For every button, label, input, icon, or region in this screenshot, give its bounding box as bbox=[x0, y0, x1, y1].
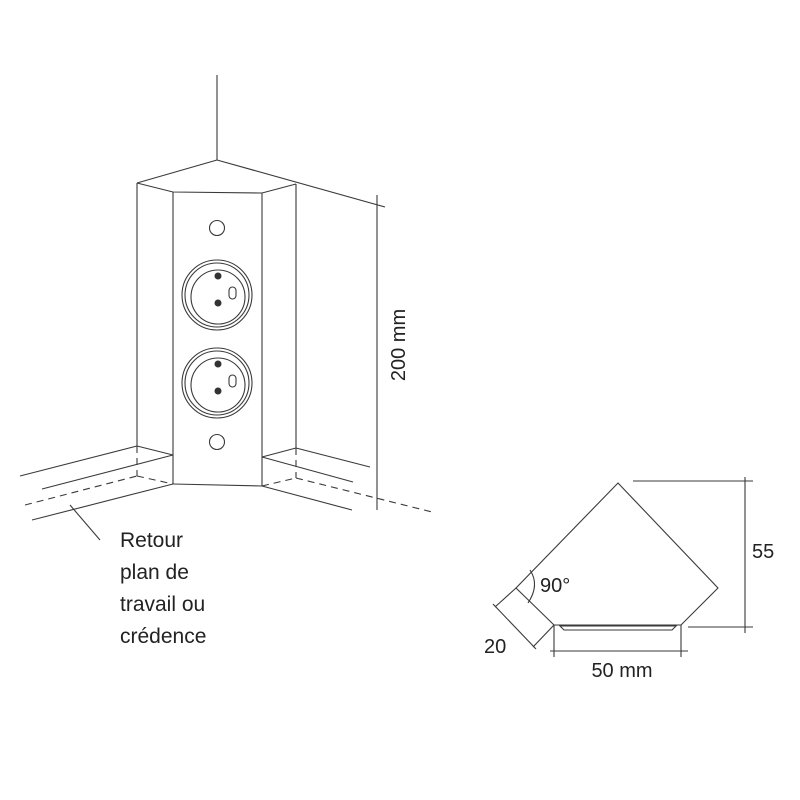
side-dimension-line bbox=[492, 603, 537, 650]
angle-arc bbox=[527, 569, 536, 604]
worktop-right-side bbox=[261, 447, 297, 458]
screw-hole-bottom bbox=[208, 433, 226, 451]
screw-hole-top bbox=[208, 219, 226, 237]
perspective-view: 200 mm Retour plan de travail ou crédenc… bbox=[19, 75, 433, 648]
worktop-left-front bbox=[41, 454, 174, 490]
worktop-right-back bbox=[295, 447, 371, 468]
worktop-left-hidden bbox=[136, 475, 174, 485]
worktop-right-hidden bbox=[295, 477, 433, 513]
top-view-outline bbox=[515, 482, 719, 626]
socket-top bbox=[181, 259, 253, 331]
top-view: 90° 20 55 50 mm bbox=[484, 477, 774, 682]
top-right-edge bbox=[216, 159, 386, 208]
worktop-left-hidden bbox=[24, 475, 138, 506]
callout-text: Retour plan de travail ou crédence bbox=[120, 529, 211, 648]
side-label: 20 bbox=[484, 636, 506, 658]
socket-bottom bbox=[181, 347, 253, 419]
depth-label: 55 bbox=[752, 541, 774, 563]
top-left-edge bbox=[136, 159, 218, 184]
callout-leader bbox=[69, 504, 101, 541]
extension-line bbox=[532, 624, 555, 648]
body-bottom bbox=[172, 483, 263, 487]
angle-label: 90° bbox=[540, 575, 570, 597]
worktop-left-side bbox=[136, 445, 174, 456]
extension-line bbox=[494, 587, 517, 608]
worktop-right-front bbox=[261, 456, 354, 483]
worktop-right-hidden bbox=[261, 477, 297, 487]
top-front-edge bbox=[136, 182, 297, 194]
worktop-left-back bbox=[19, 445, 138, 477]
faceplate-edge bbox=[558, 625, 678, 631]
worktop-right-bottom bbox=[261, 485, 353, 511]
width-label: 50 mm bbox=[591, 660, 652, 682]
height-label: 200 mm bbox=[388, 309, 410, 381]
worktop-left-bottom bbox=[31, 483, 174, 521]
